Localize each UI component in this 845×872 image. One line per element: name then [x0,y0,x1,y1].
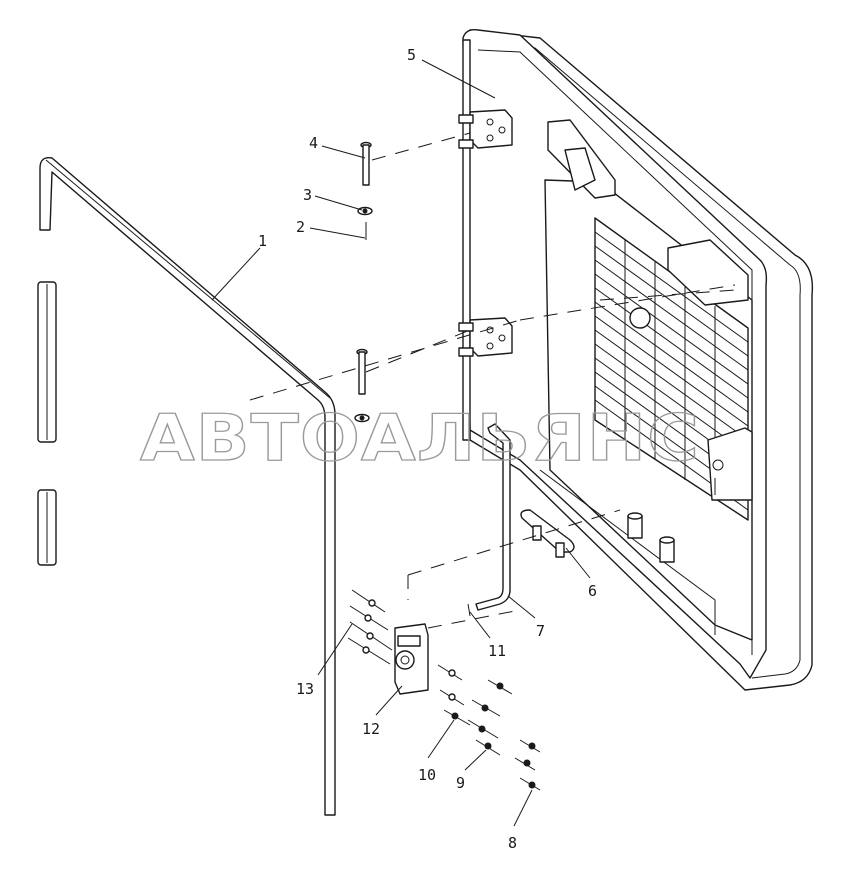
lower-hinge [458,317,513,357]
assembly-lines [249,132,736,629]
callout-6: 6 [588,582,597,600]
latch-rod [475,423,511,611]
cylinder-standoffs [627,512,675,563]
handle [520,509,575,558]
callout-4: 4 [309,134,318,152]
upper-hinge [458,109,513,149]
callout-8: 8 [508,834,517,852]
callout-labels: 1 2 3 4 5 6 7 8 9 10 11 12 13 [258,46,597,852]
tube-frame [39,157,336,816]
callout-12: 12 [362,720,380,738]
callout-5: 5 [407,46,416,64]
tube-sections [37,281,57,566]
hinge-pin-upper [357,141,373,240]
callout-2: 2 [296,218,305,236]
watermark-text: АВТОАЛЬЯНС [140,402,700,476]
fastener-set [437,664,541,791]
bolts-group [347,589,393,665]
latch-body [394,623,429,695]
callout-10: 10 [418,766,436,784]
callout-13: 13 [296,680,314,698]
callout-9: 9 [456,774,465,792]
callout-11: 11 [488,642,506,660]
door-housing [462,28,814,691]
callout-7: 7 [536,622,545,640]
callout-1: 1 [258,232,267,250]
hinge-rod [458,39,513,441]
callout-3: 3 [303,186,312,204]
leader-lines [211,59,591,827]
cotter-pin-11 [467,603,471,617]
hinge-pin-lower [354,348,370,423]
